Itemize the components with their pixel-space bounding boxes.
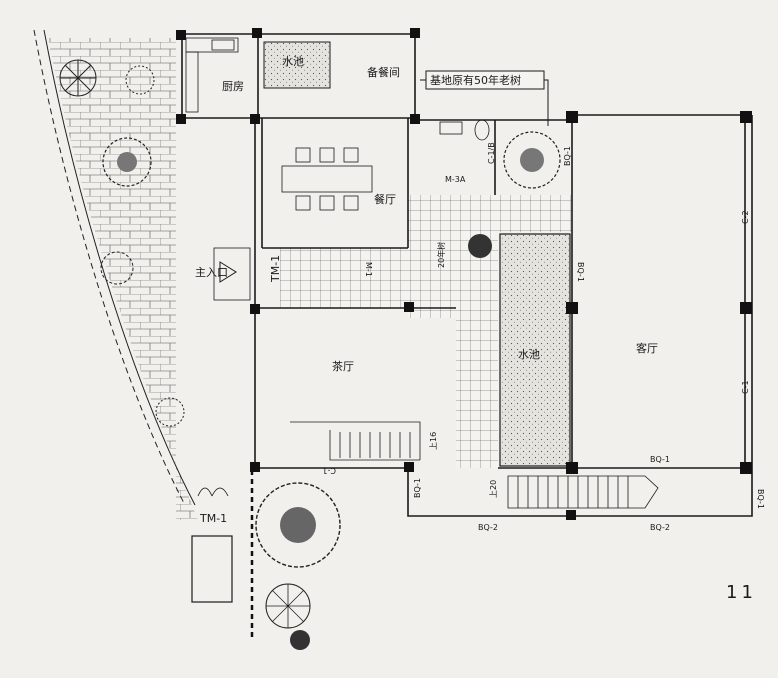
label-tree20: 20年树 — [436, 242, 446, 268]
label-up16: 上16 — [429, 432, 438, 450]
room-label-living: 客厅 — [636, 341, 658, 355]
label-c2: C-2 — [741, 210, 750, 224]
label-tm1-b: TM-1 — [199, 512, 227, 525]
label-tm1-a: TM-1 — [269, 255, 282, 283]
room-label-pool-big: 水池 — [518, 348, 540, 361]
bath-fixtures — [439, 119, 490, 141]
tree-icon — [255, 482, 341, 568]
tree-icon — [102, 137, 152, 187]
label-m1: M-1 — [364, 262, 373, 277]
stair-living — [507, 475, 659, 509]
callout-text: 基地原有50年老树 — [430, 73, 521, 87]
tree-icon — [503, 131, 561, 189]
tree-icon — [468, 234, 492, 258]
tree-icon — [59, 59, 97, 97]
label-bq1-c: BQ-1 — [650, 455, 670, 464]
tree-icon — [290, 630, 310, 650]
label-c1-slash-b: C-1/B — [487, 142, 496, 164]
garden-edge-line — [43, 29, 196, 506]
walls — [181, 33, 753, 517]
label-bq1-a: BQ-1 — [563, 146, 572, 166]
entry-arrow — [219, 261, 237, 283]
label-bq1-e: BQ-1 — [756, 489, 765, 509]
entry-mat — [213, 247, 251, 301]
label-main-entry: 主入口 — [195, 266, 228, 279]
page-number: 11 — [726, 582, 757, 603]
room-label-pool-small: 水池 — [282, 55, 304, 68]
gate-planter — [191, 535, 233, 603]
tree-icon — [265, 583, 311, 629]
kitchen-fixtures — [185, 37, 239, 113]
label-m3a: M-3A — [445, 175, 466, 184]
stair-tea — [339, 432, 411, 458]
tree-icon — [155, 397, 185, 427]
room-label-tea: 茶厅 — [332, 360, 354, 373]
label-up20: 上20 — [489, 480, 498, 498]
label-bq2-b: BQ-2 — [650, 523, 670, 532]
room-label-prep: 备餐间 — [367, 65, 400, 79]
pool-small-fill — [263, 41, 331, 89]
label-bq1-b: BQ-1 — [576, 262, 585, 282]
pool-big-fill — [499, 233, 571, 467]
room-label-kitchen: 厨房 — [222, 80, 244, 93]
callout-leader — [544, 79, 549, 126]
label-bq1-d: BQ-1 — [413, 478, 422, 498]
tree-icon — [125, 65, 155, 95]
label-c1: C-1 — [741, 380, 750, 394]
garden-paving — [48, 38, 198, 520]
dining-table — [281, 147, 373, 211]
corridor-tiles — [280, 195, 572, 468]
tree-icon — [100, 251, 134, 285]
gate-door — [197, 487, 229, 497]
room-label-dining: 餐厅 — [374, 192, 396, 206]
label-bq2-a: BQ-2 — [478, 523, 498, 532]
columns — [176, 28, 752, 520]
label-c1b: C-1 — [322, 466, 336, 475]
